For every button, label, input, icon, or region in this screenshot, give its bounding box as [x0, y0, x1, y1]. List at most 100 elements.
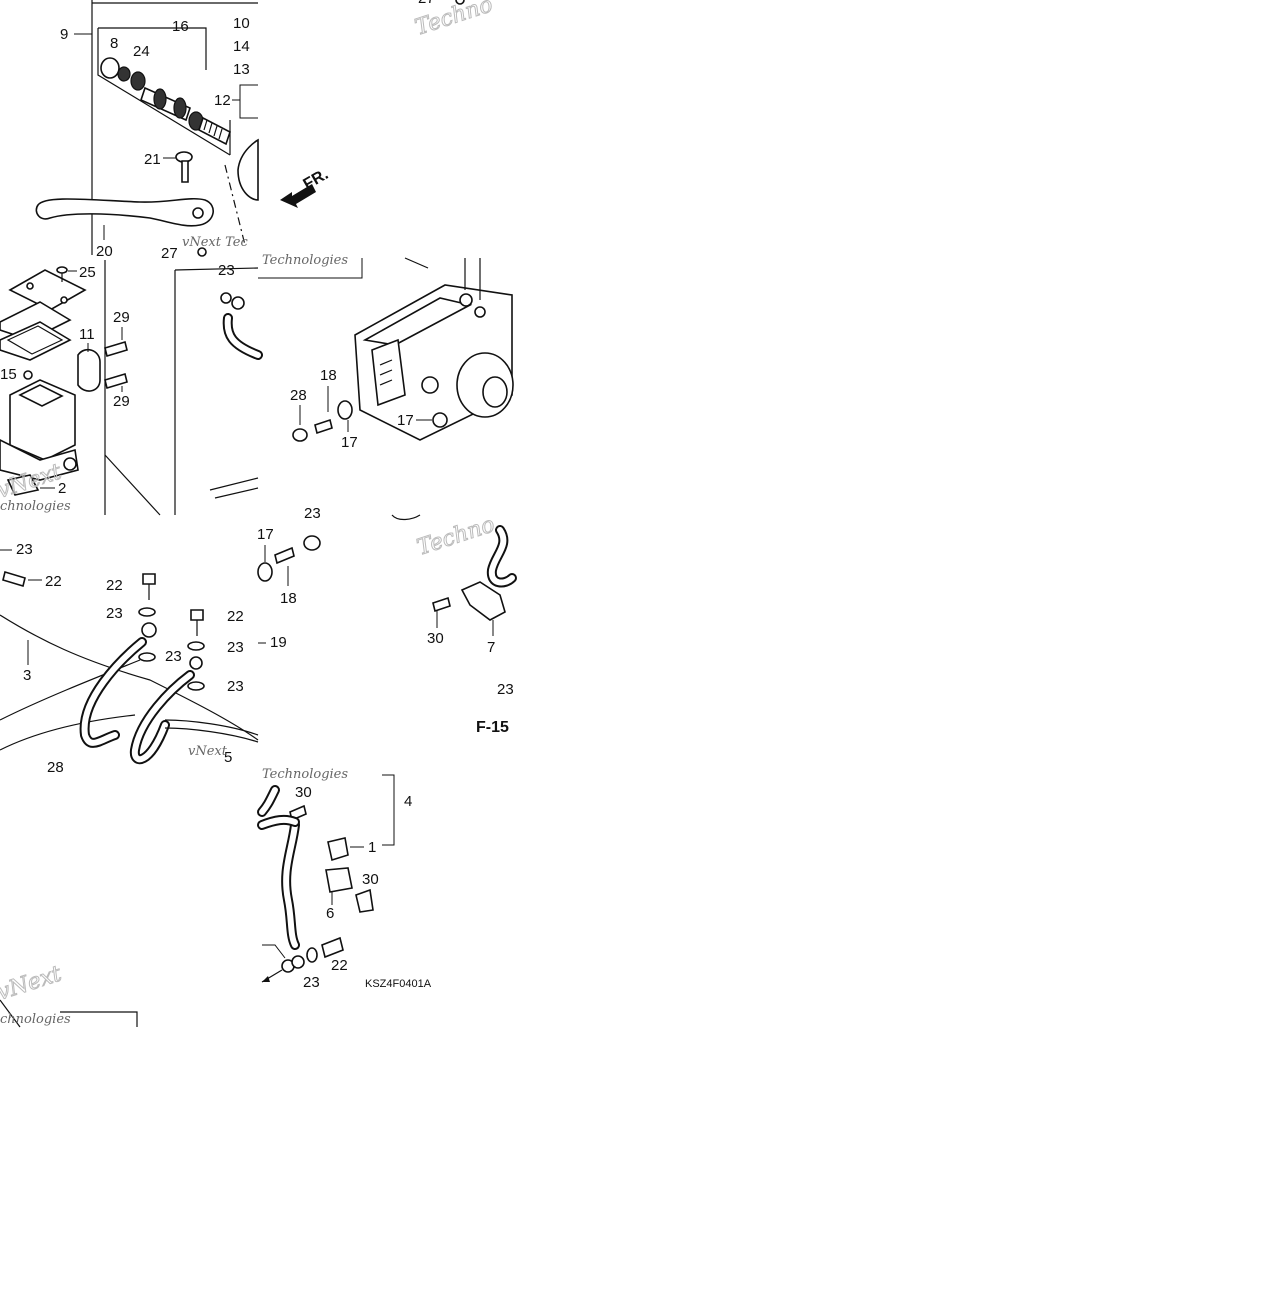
brake-line [0, 714, 136, 751]
callout: 16 [172, 18, 189, 35]
washer-23 [138, 607, 156, 617]
callout: 12 [214, 92, 231, 109]
bolt-29 [104, 372, 128, 390]
bolt-30 [432, 596, 451, 613]
callout: 28 [47, 759, 64, 776]
washer-part [117, 66, 131, 82]
callout: 23 [227, 678, 244, 695]
mount-hole [421, 376, 439, 394]
reservoir-opening [18, 384, 64, 407]
switch-part [6, 474, 40, 496]
reservoir-cap [8, 269, 87, 311]
tile-master-cylinder: FR. 9 16 8 24 10 14 13 12 21 20 27 23 27… [35, 0, 496, 279]
callout: 23 [497, 681, 514, 698]
nut-part [197, 247, 207, 257]
hose-bracket-6 [325, 867, 353, 893]
washer-23 [187, 681, 205, 691]
callout: 10 [233, 15, 250, 32]
frame-line [60, 1011, 138, 1027]
motor-cap [482, 376, 508, 408]
brake-line [0, 659, 141, 721]
leader-line [232, 84, 258, 119]
watermark-text: vNext Tec [182, 235, 248, 250]
housing-fragment [237, 138, 259, 201]
callout: 27 [418, 0, 435, 7]
screw-hole [26, 282, 34, 290]
callout: 20 [96, 243, 113, 260]
port-fitting [474, 306, 486, 318]
brake-hose-inner [131, 672, 193, 763]
master-cylinder-body [0, 439, 79, 481]
brake-line [164, 727, 259, 743]
connector-pins [379, 359, 393, 386]
oring-part [23, 370, 33, 380]
callout: 8 [110, 35, 118, 52]
washer-23 [187, 641, 205, 651]
callout: 9 [60, 26, 68, 43]
fitting [63, 457, 77, 471]
arrow-icon [280, 184, 316, 208]
banjo-fitting [291, 955, 305, 969]
callout: 29 [113, 309, 130, 326]
brake-line [0, 614, 259, 741]
port-fitting [459, 293, 473, 307]
callout: 18 [280, 590, 297, 607]
centerline [224, 164, 246, 246]
callout: 5 [224, 749, 232, 766]
watermark-text: vNext [188, 744, 228, 759]
bolt-18 [314, 418, 333, 435]
brake-lever [35, 197, 214, 227]
frame-line [404, 257, 429, 269]
callout: 19 [270, 634, 287, 651]
bolt-29 [104, 340, 128, 358]
pivot-hole [192, 207, 204, 219]
callout: 23 [304, 505, 321, 522]
frame-line [0, 999, 21, 1028]
nut-28 [292, 428, 308, 442]
banjo-fitting [189, 656, 203, 670]
bolt-shank [181, 160, 189, 183]
callout: 18 [320, 367, 337, 384]
hose-bracket-7 [460, 581, 506, 621]
callout: 30 [362, 871, 379, 888]
seal-part [130, 71, 146, 91]
callout: 6 [326, 905, 334, 922]
callout: 24 [133, 43, 150, 60]
watermark-text: Technologies [262, 253, 348, 268]
callout: 23 [227, 639, 244, 656]
screw-25 [56, 266, 68, 274]
callout: 22 [227, 608, 244, 625]
brake-hose-inner [224, 315, 261, 358]
callout: 23 [165, 648, 182, 665]
bolt-22 [2, 570, 26, 588]
callout: 23 [16, 541, 33, 558]
grommet-17 [257, 562, 273, 582]
front-direction-arrow: FR. [280, 166, 331, 208]
bolt-22 [321, 936, 344, 959]
arrow-icon [262, 976, 270, 982]
callout: 29 [113, 393, 130, 410]
piston-ring [153, 88, 167, 110]
callout: 22 [45, 573, 62, 590]
grommet-17 [432, 412, 448, 428]
diaphragm [0, 321, 72, 361]
callout: 13 [233, 61, 250, 78]
callout: 2 [58, 480, 66, 497]
bolt-head [231, 296, 245, 310]
callout: 7 [487, 639, 495, 656]
callout: 23 [352, 0, 369, 4]
callout: 4 [404, 793, 412, 810]
brake-hose-inner [283, 822, 298, 948]
brake-line [164, 719, 259, 736]
spring-coil [203, 119, 223, 140]
frame-line [174, 267, 259, 271]
spring-part [198, 116, 231, 146]
cap-part [100, 57, 120, 79]
washer-23 [306, 947, 318, 963]
holder-clamp [77, 348, 101, 392]
bolt-30 [355, 888, 374, 913]
callout: 23 [106, 605, 123, 622]
frame-line [258, 258, 363, 279]
